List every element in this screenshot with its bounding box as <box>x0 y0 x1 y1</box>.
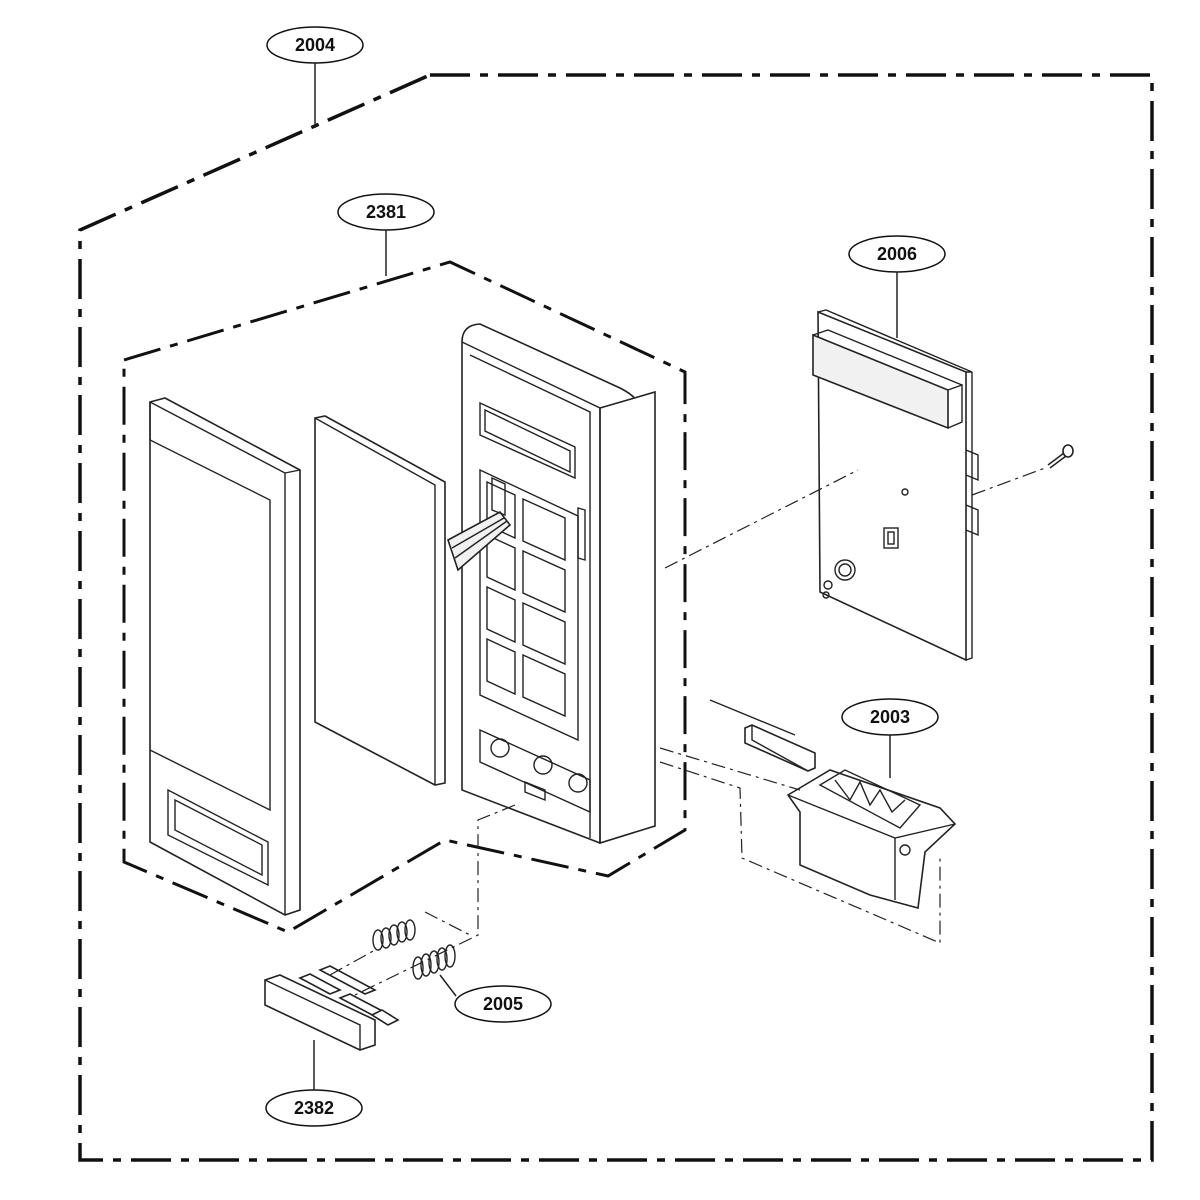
push-button-icon <box>264 965 400 1051</box>
callout-2005: 2005 <box>439 974 552 1023</box>
svg-text:2003: 2003 <box>870 707 910 727</box>
callout-2382: 2382 <box>265 1040 363 1127</box>
door-frame-icon <box>149 397 301 916</box>
svg-text:2382: 2382 <box>294 1098 334 1118</box>
latch-icon <box>744 724 957 910</box>
assembly-line-pcb <box>664 469 859 569</box>
callout-2381: 2381 <box>337 193 435 276</box>
control-panel-icon <box>461 323 656 845</box>
assembly-boundary-2381 <box>122 260 687 934</box>
assembly-line-latch-1 <box>659 747 801 791</box>
assembly-line-spring <box>329 804 516 996</box>
assembly-boundary-2004 <box>78 73 1154 1162</box>
membrane-sheet <box>314 415 446 786</box>
callout-2004: 2004 <box>266 26 364 128</box>
keypad-icon <box>447 476 566 718</box>
assembly-line-latch-2 <box>659 761 941 944</box>
callout-2006: 2006 <box>848 235 946 338</box>
spring-icon <box>372 919 456 980</box>
screw-icon <box>1047 444 1074 469</box>
callout-2003: 2003 <box>841 698 939 778</box>
assembly-line-screw <box>971 467 1046 496</box>
pcb-icon <box>812 309 979 662</box>
svg-text:2006: 2006 <box>877 244 917 264</box>
svg-text:2004: 2004 <box>295 35 335 55</box>
svg-text:2381: 2381 <box>366 202 406 222</box>
svg-text:2005: 2005 <box>483 994 523 1014</box>
assembly-line-latch-3 <box>709 699 796 736</box>
